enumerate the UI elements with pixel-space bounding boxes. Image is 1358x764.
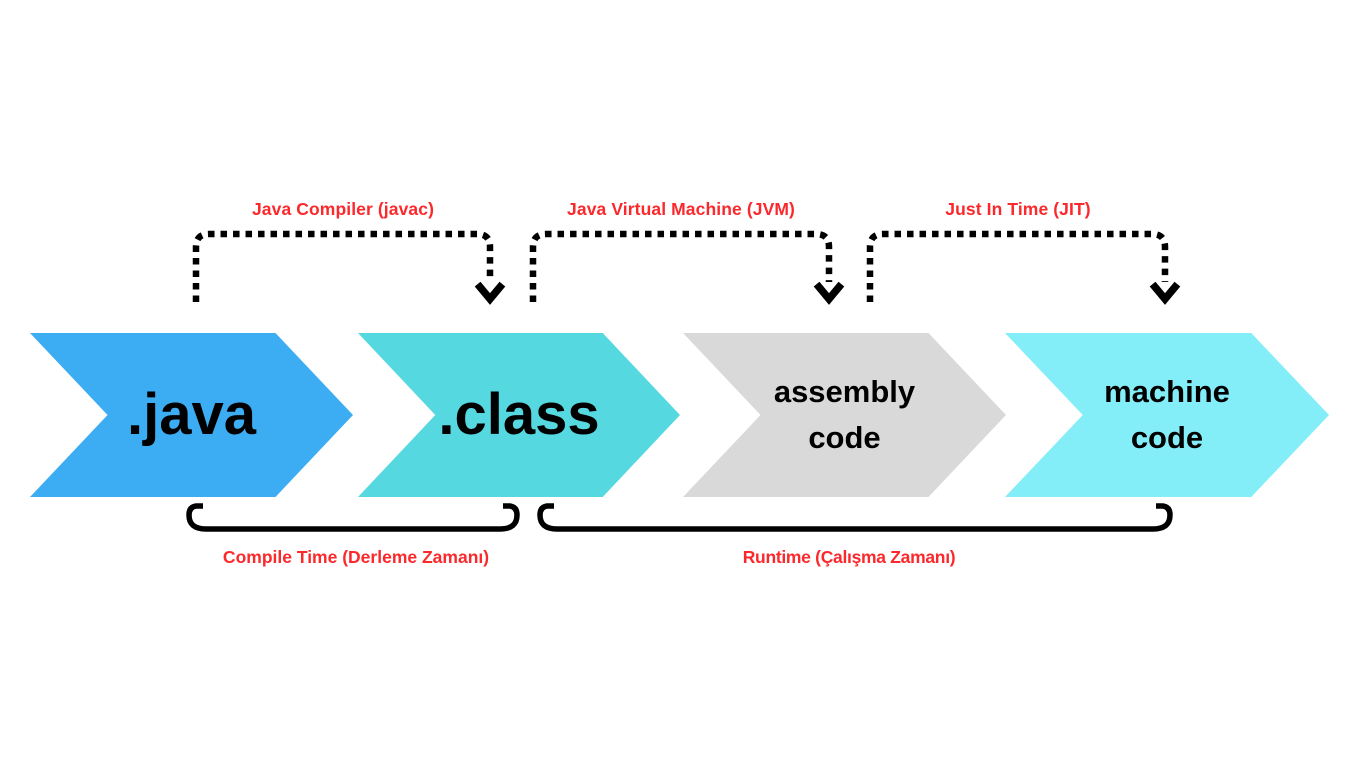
arrowhead-down-icon — [1149, 281, 1181, 305]
stage-chevron-assembly-code: assembly code — [683, 333, 1006, 497]
stage-label: machine — [1104, 374, 1230, 409]
stage-label-line2: code — [808, 420, 881, 455]
stage-label: assembly — [773, 374, 916, 409]
stage-label-line2: code — [1130, 420, 1204, 455]
arrowhead-down-icon — [813, 281, 845, 305]
stage-chevron-machine-code: machine code — [1005, 333, 1329, 497]
dashed-elbow-arrow-down-icon — [529, 230, 833, 302]
phase-label-compile-time: Compile Time (Derleme Zamanı) — [222, 547, 490, 567]
dashed-elbow-arrow-down-icon — [192, 230, 494, 302]
stage-chevron-java: .java — [30, 333, 353, 497]
connector-label-jvm: Java Virtual Machine (JVM) — [567, 199, 795, 219]
arrowhead-down-icon — [474, 281, 506, 305]
connector-label-jit: Just In Time (JIT) — [945, 199, 1091, 219]
dashed-elbow-arrow-down-icon — [866, 230, 1169, 302]
stage-label: .java — [127, 382, 256, 447]
bottom-bracket-icon — [186, 503, 520, 532]
stage-label: .class — [438, 382, 600, 447]
stage-chevron-class: .class — [358, 333, 680, 497]
connector-label-java-compiler: Java Compiler (javac) — [251, 199, 435, 219]
phase-label-runtime: Runtime (Çalışma Zamanı) — [742, 547, 956, 567]
bottom-bracket-icon — [537, 503, 1173, 532]
